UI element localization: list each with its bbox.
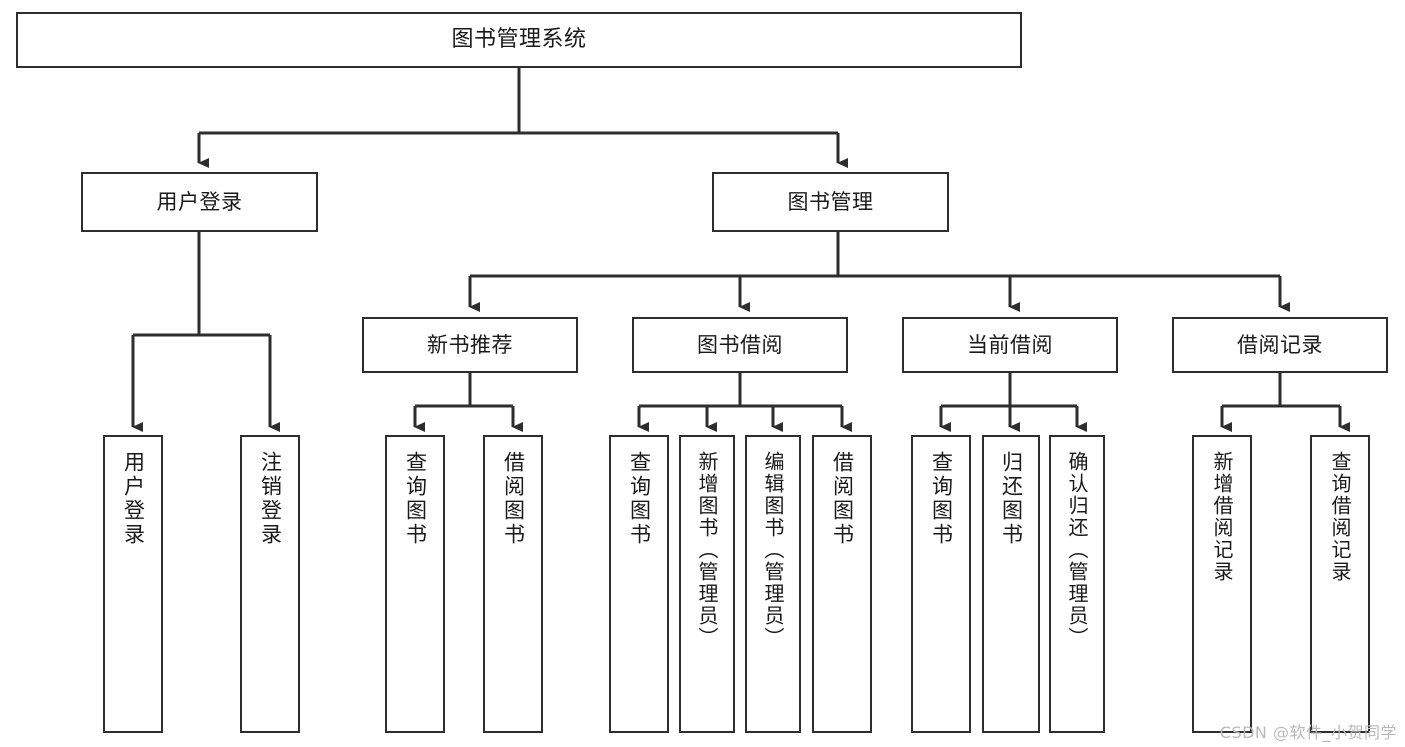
node-leaf-query-borrow-record[interactable]: 查询借阅记录 (1310, 435, 1370, 733)
node-root-system[interactable]: 图书管理系统 (16, 12, 1022, 68)
node-label: 图书管理系统 (451, 27, 587, 53)
node-leaf-borrow-book[interactable]: 借阅图书 (812, 435, 872, 733)
node-leaf-edit-book-admin[interactable]: 编辑图书（管理员） (745, 435, 801, 733)
csdn-watermark: CSDN @软件_小贺同学 (1219, 723, 1397, 742)
node-label: 借阅记录 (1237, 332, 1323, 357)
node-leaf-add-borrow-record[interactable]: 新增借阅记录 (1192, 435, 1252, 733)
node-leaf-user-login[interactable]: 用户登录 (103, 435, 163, 733)
node-leaf-query-book-current[interactable]: 查询图书 (911, 435, 971, 733)
node-leaf-query-book-recommend[interactable]: 查询图书 (385, 435, 445, 733)
node-label: 借阅图书 (830, 451, 855, 547)
node-book-borrow[interactable]: 图书借阅 (632, 317, 848, 373)
node-label: 新增借阅记录 (1210, 451, 1234, 583)
node-label: 用户登录 (121, 451, 146, 547)
node-new-book-recommend[interactable]: 新书推荐 (362, 317, 578, 373)
node-label: 用户登录 (156, 189, 243, 214)
node-label: 新增图书（管理员） (695, 451, 719, 649)
node-current-borrow[interactable]: 当前借阅 (902, 317, 1118, 373)
node-label: 查询借阅记录 (1328, 451, 1352, 583)
node-user-login[interactable]: 用户登录 (81, 172, 318, 232)
node-label: 图书借阅 (697, 332, 783, 357)
node-leaf-confirm-return-admin[interactable]: 确认归还（管理员） (1049, 435, 1105, 733)
node-label: 借阅图书 (501, 451, 526, 547)
node-label: 编辑图书（管理员） (761, 451, 785, 649)
node-label: 查询图书 (403, 451, 428, 547)
node-label: 查询图书 (627, 451, 652, 547)
node-label: 注销登录 (258, 451, 283, 547)
node-label: 图书管理 (787, 189, 874, 214)
node-label: 归还图书 (999, 451, 1024, 547)
node-leaf-borrow-book-recommend[interactable]: 借阅图书 (483, 435, 543, 733)
node-label: 当前借阅 (967, 332, 1053, 357)
node-book-management[interactable]: 图书管理 (712, 172, 949, 232)
node-leaf-add-book-admin[interactable]: 新增图书（管理员） (679, 435, 735, 733)
node-borrow-record[interactable]: 借阅记录 (1172, 317, 1388, 373)
node-label: 新书推荐 (427, 332, 513, 357)
node-leaf-user-logout[interactable]: 注销登录 (240, 435, 300, 733)
node-label: 查询图书 (929, 451, 954, 547)
node-label: 确认归还（管理员） (1065, 451, 1089, 649)
node-leaf-return-book[interactable]: 归还图书 (982, 435, 1040, 733)
node-leaf-query-book-borrow[interactable]: 查询图书 (609, 435, 669, 733)
